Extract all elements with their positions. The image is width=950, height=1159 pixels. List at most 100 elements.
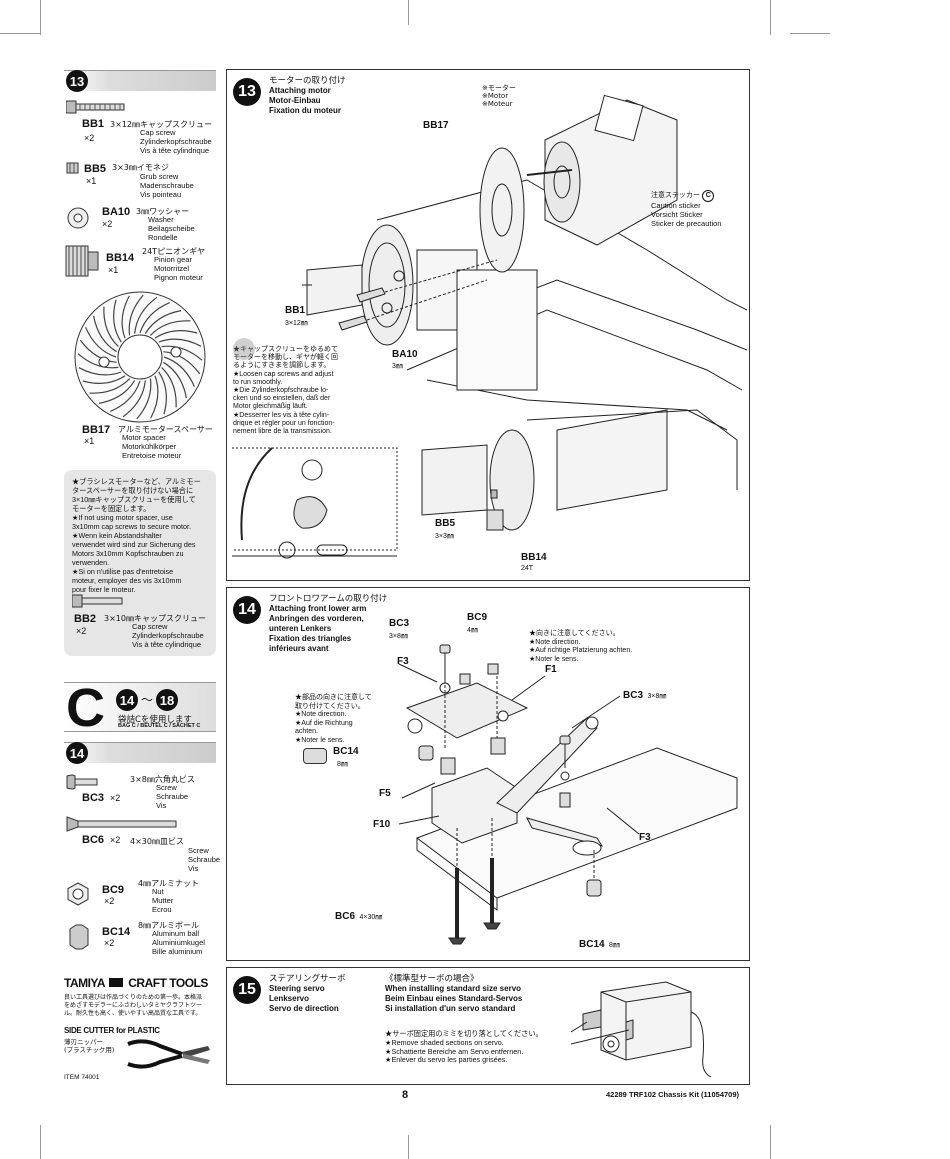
- spacer-vane: [82, 375, 126, 384]
- label-bc6: BC6 4×30㎜: [335, 906, 382, 924]
- label-ba10: BA10: [392, 349, 418, 360]
- part-desc: Nut Mutter Ecrou: [152, 887, 174, 914]
- label-bb1-size: 3×12㎜: [285, 320, 308, 327]
- part-jp: 3×10㎜キャップスクリュー: [104, 614, 206, 623]
- step-title-jp: ステアリングサーボ: [269, 974, 346, 984]
- caution-sticker-jp: 注意ステッカー C: [651, 190, 715, 202]
- standard-servo-title: When installing standard size servo Beim…: [385, 984, 523, 1013]
- part-desc: Washer Beilagscheibe Rondelle: [148, 215, 195, 242]
- step-14-header: 14: [64, 742, 216, 764]
- direction-note: ★向きに注意してください。 ★Note direction. ★Auf rich…: [529, 630, 633, 663]
- crop-mark: [790, 33, 830, 34]
- aluminum-ball-icon: [69, 924, 89, 950]
- crop-mark: [40, 1125, 41, 1159]
- label-bc3-size: 3×8㎜: [389, 633, 408, 640]
- part-jp: 4㎜アルミナット: [138, 879, 200, 888]
- side-cutter-icon: [127, 1039, 210, 1069]
- label-bb1: BB1: [285, 305, 306, 316]
- part-bc6: BC6 ×2 4×30㎜皿ビス Screw Schraube Vis: [64, 814, 220, 874]
- label-bc9: BC9: [467, 612, 488, 623]
- star-logo-icon: [109, 978, 124, 987]
- item-number: ITEM 74001: [64, 1074, 100, 1081]
- label-f3: F3: [397, 656, 409, 667]
- part-bb1: BB1 ×2 3×12㎜キャップスクリュー Cap screw Zylinder…: [64, 100, 216, 155]
- spacer-vane: [150, 375, 159, 419]
- motor-assembly-drawing: [232, 94, 747, 559]
- step-13-panel: 13 モーターの取り付け Attaching motor Motor-Einba…: [226, 69, 750, 581]
- sense-note: ★部品の向きに注意して 取り付けてください。 ★Note direction. …: [295, 694, 372, 744]
- part-jp: 3×3㎜イモネジ: [112, 163, 169, 172]
- part-qty: ×1: [86, 176, 97, 186]
- part-bb5: BB5 ×1 3×3㎜イモネジ Grub screw Madenschraube…: [64, 158, 216, 199]
- countersunk-screw-icon: [66, 816, 177, 832]
- aluminum-ball-icon: [303, 748, 327, 764]
- part-bc9: BC9 ×2 4㎜アルミナット Nut Mutter Ecrou: [64, 876, 216, 916]
- label-bb17: BB17: [423, 120, 449, 131]
- spacer-vane: [154, 330, 198, 339]
- label-bc3: BC3: [389, 618, 410, 629]
- step-number: 14: [66, 742, 88, 764]
- part-qty: ×2: [102, 219, 113, 229]
- label-f3-right: F3: [639, 832, 651, 843]
- part-desc: Aluminum ball Aluminiumkugel Bille alumi…: [152, 929, 205, 956]
- brand-title: CRAFT TOOLS: [128, 976, 208, 990]
- step-number: 14: [233, 596, 261, 624]
- label-bb14: BB14: [521, 552, 547, 563]
- part-code: BB1: [82, 118, 105, 130]
- bag-jp: 袋詰Cを使用します: [118, 715, 192, 725]
- bag-en: BAG C / BEUTEL C / SACHET C: [118, 723, 201, 729]
- label-bc14-size: 8㎜: [337, 761, 348, 768]
- servo-drawing: [571, 981, 711, 1078]
- label-code: BC3: [623, 690, 644, 701]
- part-code: BC3: [82, 792, 105, 804]
- part-bc14: BC14 ×2 8㎜アルミボール Aluminum ball Aluminium…: [64, 918, 216, 958]
- part-jp: 3×12㎜キャップスクリュー: [110, 120, 212, 129]
- tamiya-logo: TAMIYA CRAFT TOOLS: [64, 976, 208, 990]
- label-bc14-bottom: BC14 8㎜: [579, 934, 620, 952]
- front-arm-assembly-drawing: [398, 644, 738, 945]
- part-code: BC9: [102, 884, 125, 896]
- part-code: BB14: [106, 252, 135, 264]
- label-bc14: BC14: [333, 746, 359, 757]
- motor-label: ※モーター ※Motor ※Moteur: [482, 84, 516, 108]
- label-bb14-size: 24T: [521, 565, 534, 572]
- part-qty: ×2: [110, 793, 121, 803]
- step-range-end: 18: [156, 689, 178, 711]
- step-15-panel: 15 ステアリングサーボ Steering servo Lenkservo Se…: [226, 967, 750, 1085]
- part-code: BB17: [82, 424, 111, 436]
- part-qty: ×2: [84, 133, 95, 143]
- label-ba10-size: 3㎜: [392, 363, 403, 370]
- part-desc: Cap screw Zylinderkopfschraube Vis à têt…: [132, 622, 204, 649]
- part-desc: Screw Schraube Vis: [156, 783, 189, 810]
- standard-servo-jp: 《標準型サーボの場合》: [385, 974, 479, 984]
- spacer-vane: [113, 299, 122, 343]
- spacer-vane: [163, 361, 187, 399]
- label-bc9-size: 4㎜: [467, 627, 478, 634]
- part-code: BC14: [102, 926, 131, 938]
- part-qty: ×1: [84, 436, 95, 446]
- part-desc: Grub screw Madenschraube Vis pointeau: [140, 172, 194, 199]
- adjust-note: ★キャップスクリューをゆるめて モーターを移動し、ギヤが軽く回 るようにすきまを…: [233, 346, 338, 436]
- step-title-jp: フロントロワアームの取り付け: [269, 594, 388, 604]
- spacer-vane: [103, 306, 119, 348]
- step-title: Attaching front lower arm Anbringen des …: [269, 604, 367, 653]
- step-range-start: 14: [116, 689, 138, 711]
- spacer-vane: [136, 378, 152, 420]
- part-desc: Cap screw Zylinderkopfschraube Vis à têt…: [140, 128, 212, 155]
- spacer-vane: [89, 378, 131, 394]
- spacer-vane: [149, 320, 191, 336]
- pinion-gear-icon: [65, 245, 99, 277]
- sticker-jp: 注意ステッカー: [651, 191, 700, 199]
- step-number: 13: [233, 78, 261, 106]
- part-jp: 4×30㎜皿ビス: [130, 837, 184, 846]
- spacer-vane: [161, 345, 203, 361]
- label-size: 3×8㎜: [647, 693, 667, 700]
- cap-screw-icon: [66, 100, 125, 114]
- step-title: Attaching motor Motor-Einbau Fixation du…: [269, 86, 341, 115]
- label-f1: F1: [545, 664, 557, 675]
- crop-mark: [770, 1125, 771, 1159]
- caution-sticker-lines: Caution sticker Vorsicht Sticker Sticker…: [651, 201, 722, 228]
- part-jp: 24Tピニオンギヤ: [142, 247, 206, 256]
- spacer-vane: [134, 296, 158, 334]
- step-14-panel: 14 フロントロワアームの取り付け Attaching front lower …: [226, 587, 750, 961]
